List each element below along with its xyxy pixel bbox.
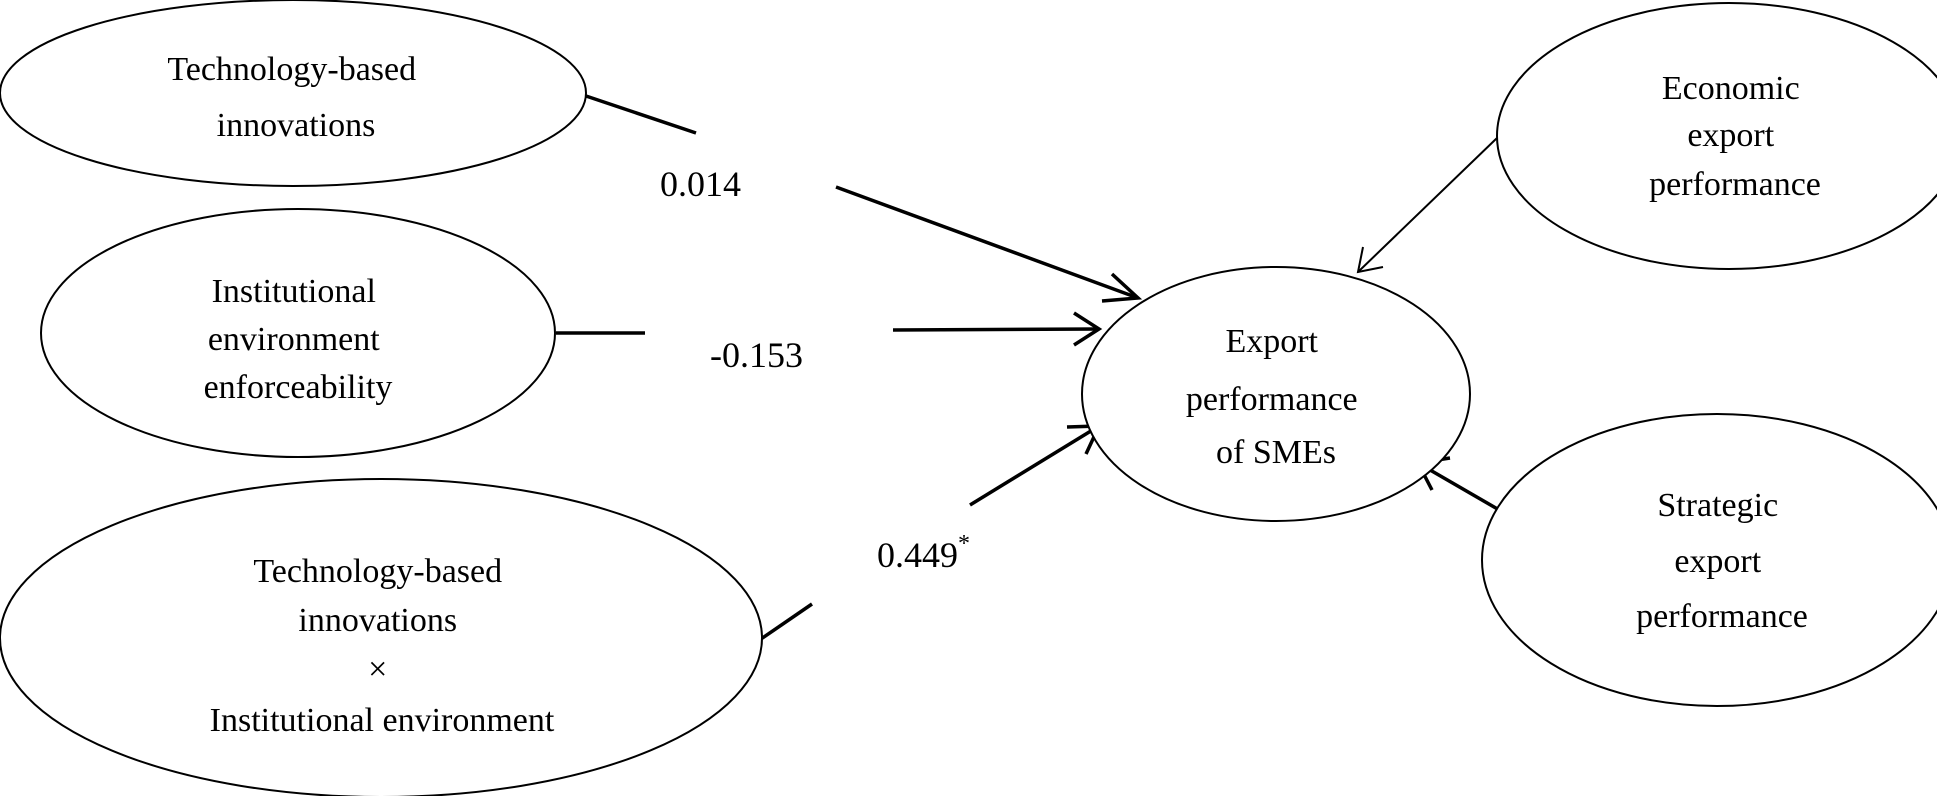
node-economic-label: Economic export performance [1649, 70, 1821, 203]
path-economic-line [1357, 137, 1498, 273]
path-tech-segment-2 [835, 185, 1139, 300]
node-economic-ellipse [1496, 2, 1937, 270]
coef-inst-to-export: -0.153 [710, 335, 803, 375]
node-export-ellipse [1081, 266, 1471, 522]
arrowhead-tech-icon [1101, 272, 1143, 303]
significance-marker: * [958, 531, 970, 557]
node-strategic-ellipse [1481, 413, 1937, 707]
path-tech-to-export [585, 94, 1143, 303]
coef-interaction-to-export: 0.449* [877, 531, 970, 575]
path-inst-segment-2 [892, 327, 1100, 332]
path-interaction-segment-1 [760, 602, 813, 641]
node-export-label: Export performance of SMEs [1186, 323, 1366, 471]
node-inst-ellipse [40, 208, 556, 458]
path-interaction-segment-2 [969, 424, 1100, 507]
path-interaction-to-export [760, 424, 1102, 641]
path-tech-segment-1 [585, 94, 697, 135]
path-economic-to-export [1356, 137, 1498, 274]
coef-tech-to-export: 0.014 [660, 164, 741, 204]
node-strategic-label: Strategic export performance [1636, 487, 1808, 635]
path-inst-to-export [556, 311, 1103, 347]
node-tech-ellipse [0, 0, 587, 187]
node-inst-label: Institutional environment enforceability [204, 273, 393, 406]
node-interaction-ellipse [0, 478, 763, 796]
node-tech-label: Technology-based innovations [167, 51, 424, 144]
node-interaction-label: Technology-based innovations × Instituti… [210, 553, 555, 739]
arrowhead-economic-icon [1356, 246, 1384, 274]
arrowhead-inst-icon [1073, 311, 1103, 347]
